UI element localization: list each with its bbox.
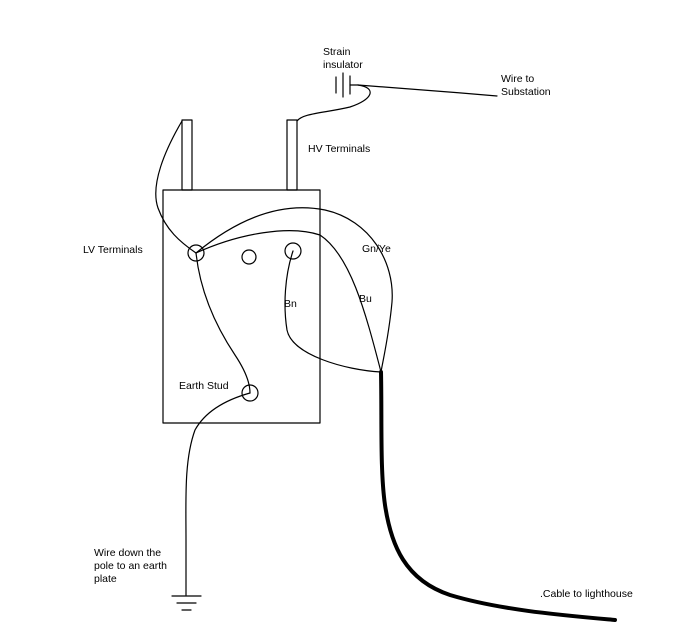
bu-label: Bu	[359, 293, 372, 305]
wire-lv-to-earth-stud	[195, 252, 251, 394]
wire-to-substation-label: Wire to Substation	[501, 73, 551, 99]
wire-down-pole-label-line1: Wire down the	[94, 547, 162, 559]
wire-to-substation-label-line2: Substation	[501, 86, 551, 98]
lv-terminal-1	[187, 244, 205, 262]
strain-insulator-label-line1: Strain	[323, 46, 351, 58]
hv-terminal-left	[181, 119, 193, 191]
wire-bu	[195, 230, 382, 373]
wire-to-substation	[357, 84, 498, 97]
hv-terminals-label: HV Terminals	[308, 143, 371, 155]
wire-insulator-to-hv	[296, 84, 371, 122]
strain-insulator-icon	[335, 72, 359, 98]
earth-stud	[241, 384, 259, 402]
wire-to-substation-label-line1: Wire to	[501, 73, 535, 85]
strain-insulator-label: Strain insulator	[323, 46, 363, 72]
bn-label: Bn	[284, 298, 297, 310]
wire-down-pole-label-line3: plate	[94, 573, 117, 585]
strain-insulator-label-line2: insulator	[323, 59, 363, 71]
wire-down-pole-label-line2: pole to an earth	[94, 560, 167, 572]
wire-gn-ye	[195, 207, 393, 373]
earth-stud-label: Earth Stud	[179, 380, 229, 392]
wire-down-pole	[185, 392, 251, 596]
hv-terminal-right	[286, 119, 298, 191]
wire-hv-left-to-lv	[155, 120, 197, 254]
earth-ground-icon	[171, 595, 202, 611]
transformer-body	[162, 189, 321, 424]
wire-down-pole-label: Wire down the pole to an earth plate	[94, 547, 167, 586]
cable-to-lighthouse-label: .Cable to lighthouse	[540, 588, 633, 600]
lv-terminal-2	[241, 249, 257, 265]
lv-terminal-3	[284, 242, 302, 260]
wire-bn	[284, 250, 382, 373]
cable-to-lighthouse	[379, 370, 617, 622]
lv-terminals-label: LV Terminals	[83, 244, 143, 256]
gn-ye-label: Gn/Ye	[362, 243, 391, 255]
